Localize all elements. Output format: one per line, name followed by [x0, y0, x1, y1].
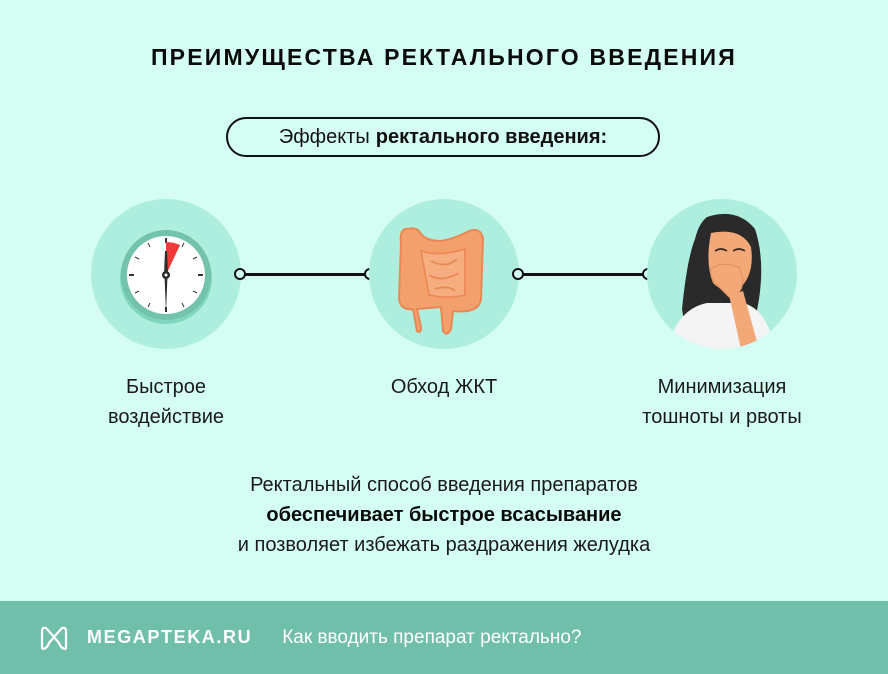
stopwatch-icon	[120, 230, 212, 324]
benefit-label-fast: Быстрое воздействие	[107, 376, 225, 428]
pill-bold-text: ректального введения:	[375, 125, 608, 148]
footer-bar: MEGAPTEKA.RU Как вводить препарат ректал…	[0, 601, 888, 674]
effects-pill: Эффекты ректального введения:	[226, 117, 660, 157]
connector-2-3	[512, 268, 654, 280]
brand-name[interactable]: MEGAPTEKA.RU	[87, 627, 253, 647]
page-title: ПРЕИМУЩЕСТВА РЕКТАЛЬНОГО ВВЕДЕНИЯ	[150, 44, 738, 70]
summary-text: Ректальный способ введения препаратов об…	[237, 474, 651, 556]
footer-article-link[interactable]: Как вводить препарат ректально?	[282, 626, 582, 648]
benefit-circle-fast	[91, 199, 241, 349]
megapteka-logo-icon[interactable]	[39, 625, 69, 651]
connector-1-2	[234, 268, 376, 280]
nauseous-woman-icon	[667, 213, 775, 349]
benefit-circle-bypass	[369, 199, 519, 349]
benefit-label-bypass: Обход ЖКТ	[390, 376, 498, 398]
benefit-label-nausea: Минимизация тошноты и рвоты	[642, 376, 802, 428]
intestines-icon	[397, 227, 485, 335]
benefit-circle-nausea	[647, 199, 797, 349]
pill-regular-text: Эффекты	[278, 125, 370, 148]
